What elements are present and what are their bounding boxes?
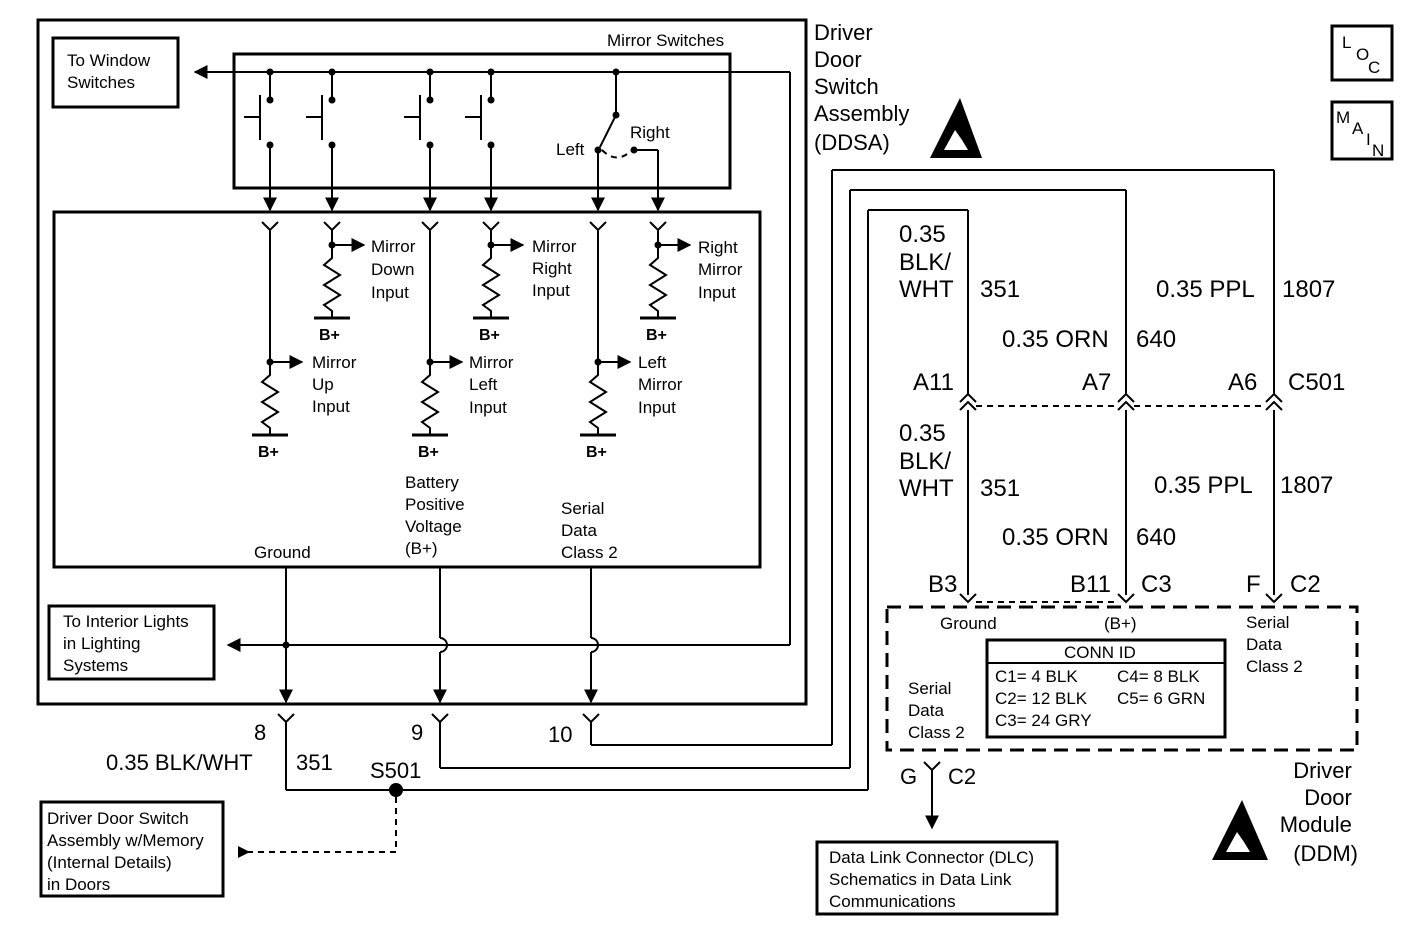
conn-id-c4: C4= 8 BLK (1117, 667, 1200, 686)
ddsa-connector-pins (277, 713, 600, 790)
wire-orn-lower: 0.35 ORN (1002, 524, 1109, 551)
serial-data-label: Serial Data Class 2 (561, 499, 618, 562)
c501-connector (959, 392, 1283, 595)
main-letter-n: N (1372, 141, 1384, 160)
mirror-switch-box (232, 52, 732, 190)
mirror-switches-label: Mirror Switches (607, 31, 724, 50)
battery-positive-label: Battery Positive Voltage (B+) (405, 473, 469, 558)
bplus-label: B+ (586, 444, 607, 461)
to-interior-lights-box[interactable] (47, 604, 216, 681)
c501-pin-a11: A11 (913, 369, 954, 396)
conn-id-c2: C2= 12 BLK (995, 689, 1088, 708)
dlc-ref-text: Data Link Connector (DLC) Schematics in … (829, 848, 1039, 911)
wire-blk-wht-lower: 0.35 BLK/ WHT (899, 420, 958, 502)
ground-wire-circuit: 351 (296, 750, 333, 775)
memory-switch-ref-text: Driver Door Switch Assembly w/Memory (In… (47, 809, 209, 894)
ddm-esd-warning-icon (1212, 800, 1268, 860)
bplus-label: B+ (418, 444, 439, 461)
circuit-351-upper: 351 (980, 276, 1020, 303)
conn-id-c5: C5= 6 GRN (1117, 689, 1205, 708)
loc-letter-c: C (1368, 58, 1380, 77)
dlc-ref-box[interactable] (815, 840, 1059, 916)
input-circuits (252, 221, 692, 437)
pin-10: 10 (548, 722, 572, 747)
wire-blk-wht-upper: 0.35 BLK/ WHT (899, 221, 958, 303)
main-letter-m: M (1336, 108, 1350, 127)
circuit-640-upper: 640 (1136, 326, 1176, 353)
to-window-switches-text: To Window Switches (67, 51, 155, 92)
ddm-ground-label: Ground (940, 614, 997, 633)
memory-ref-wire (238, 797, 397, 853)
ddsa-title: Driver Door Switch Assembly (DDSA) (814, 20, 915, 155)
ground-label: Ground (254, 543, 311, 562)
left-selector-label: Left (556, 140, 585, 159)
to-window-switches-box[interactable] (51, 36, 180, 109)
switch-columns (244, 68, 665, 212)
ddm-conn-c3: C3 (1141, 571, 1172, 598)
ddm-pin-b11: B11 (1070, 571, 1111, 598)
main-letter-a: A (1352, 119, 1364, 138)
bplus-label: B+ (258, 444, 279, 461)
ddm-pin-b3: B3 (928, 571, 957, 598)
memory-switch-ref-box[interactable] (39, 800, 225, 898)
loc-letter-o: O (1356, 45, 1369, 64)
mirror-down-input-label: Mirror Down Input (371, 237, 420, 302)
ddm-dlc-pin (923, 761, 941, 830)
conn-id-c1: C1= 4 BLK (995, 667, 1078, 686)
ddm-title: Driver Door Module (DDM) (1280, 758, 1358, 866)
bplus-label: B+ (479, 327, 500, 344)
ddm-outline (885, 605, 1359, 752)
pin-9: 9 (411, 720, 423, 745)
circuit-1807-lower: 1807 (1280, 472, 1333, 499)
ddm-bplus-label: (B+) (1104, 614, 1137, 633)
conn-id-table (985, 638, 1227, 739)
splice-s501 (389, 783, 403, 797)
bplus-label: B+ (646, 327, 667, 344)
ddsa-internal-box (52, 210, 762, 569)
circuit-1807-upper: 1807 (1282, 276, 1335, 303)
memory-ref-arrow-icon (238, 846, 250, 858)
circuit-351-lower: 351 (980, 475, 1020, 502)
ddm-conn-c2: C2 (1290, 571, 1321, 598)
ddsa-to-ddm-wires (286, 169, 1275, 791)
c501-pin-a6: A6 (1228, 369, 1257, 396)
circuit-640-lower: 640 (1136, 524, 1176, 551)
left-mirror-input-label: Left Mirror Input (638, 353, 687, 417)
bplus-label: B+ (319, 327, 340, 344)
ddsa-outline (36, 18, 808, 706)
ground-wire-color: 0.35 BLK/WHT (106, 750, 253, 775)
conn-id-c3: C3= 24 GRY (995, 711, 1092, 730)
ddm-connector-pins (959, 593, 1283, 604)
wire-orn-upper: 0.35 ORN (1002, 326, 1109, 353)
c501-label: C501 (1288, 369, 1345, 396)
loc-nav-button[interactable]: L O C (1330, 24, 1394, 82)
ddm-pin-f: F (1246, 571, 1261, 598)
mirror-right-input-label: Mirror Right Input (532, 237, 581, 300)
conn-id-title: CONN ID (1064, 643, 1136, 662)
c501-pin-a7: A7 (1082, 369, 1111, 396)
loc-letter-l: L (1342, 33, 1351, 52)
ddm-serial-left-label: Serial Data Class 2 (908, 679, 965, 742)
right-mirror-input-label: Right Mirror Input (698, 238, 747, 302)
to-interior-lights-text: To Interior Lights in Lighting Systems (63, 612, 193, 675)
right-selector-label: Right (630, 123, 670, 142)
mirror-up-input-label: Mirror Up Input (312, 353, 361, 416)
ddm-serial-right-label: Serial Data Class 2 (1246, 613, 1303, 676)
ddsa-output-wires (279, 567, 599, 704)
wire-ppl-lower: 0.35 PPL (1154, 472, 1253, 499)
splice-s501-label: S501 (370, 758, 421, 783)
main-letter-i: I (1366, 130, 1371, 149)
ddm-pin-g: G (900, 764, 917, 789)
esd-warning-icon (930, 98, 982, 158)
mirror-left-input-label: Mirror Left Input (469, 353, 518, 417)
pin-8: 8 (254, 720, 266, 745)
main-nav-button[interactable]: M A I N (1330, 100, 1394, 161)
ddm-pin-g-conn: C2 (948, 764, 976, 789)
wire-ppl-upper: 0.35 PPL (1156, 276, 1255, 303)
